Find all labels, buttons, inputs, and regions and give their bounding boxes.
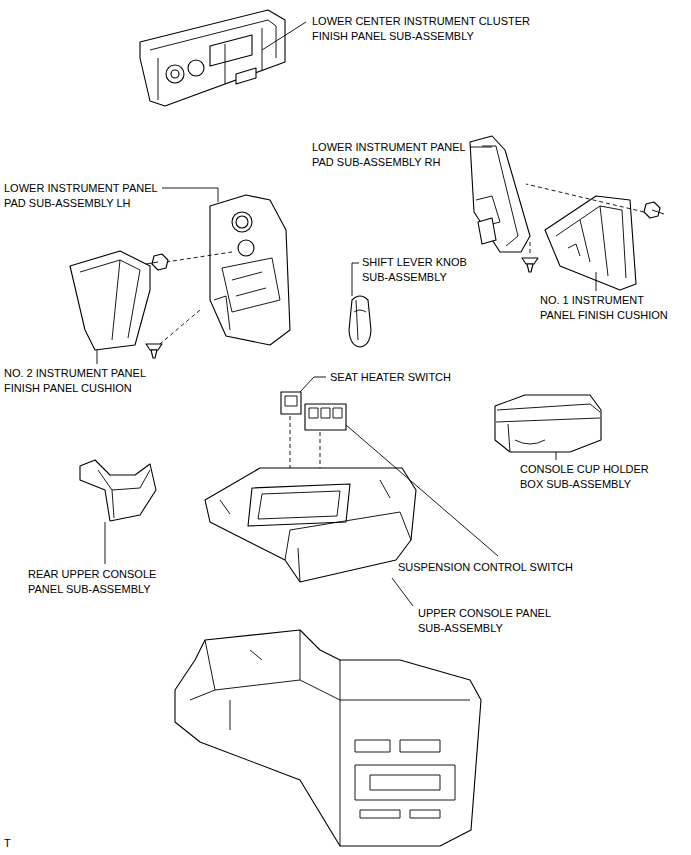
- part-label: LOWER CENTER INSTRUMENT CLUSTER FINISH P…: [312, 14, 542, 44]
- part-label: UPPER CONSOLE PANEL SUB-ASSEMBLY: [418, 606, 568, 636]
- pad-rh: [470, 136, 530, 252]
- upper-console-panel: [205, 468, 416, 582]
- screw: [644, 202, 664, 218]
- shift-knob: [349, 296, 371, 347]
- suspension-switch: [305, 404, 346, 430]
- rear-upper-console: [80, 460, 156, 521]
- part-label: SEAT HEATER SWITCH: [330, 370, 451, 385]
- cushion-no2: [70, 251, 150, 350]
- clip: [522, 258, 538, 272]
- part-label: CONSOLE CUP HOLDER BOX SUB-ASSEMBLY: [520, 462, 660, 492]
- pad-lh: [210, 195, 290, 345]
- part-label: SUSPENSION CONTROL SWITCH: [398, 560, 573, 575]
- console-box: [175, 630, 481, 846]
- clip: [146, 344, 162, 358]
- part-label: LOWER INSTRUMENT PANEL PAD SUB-ASSEMBLY …: [312, 140, 477, 170]
- screw: [146, 254, 168, 270]
- cluster-finish-panel: [140, 10, 285, 106]
- part-label: REAR UPPER CONSOLE PANEL SUB-ASSEMBLY: [28, 567, 168, 597]
- cushion-no1: [545, 196, 636, 290]
- leader-lines: [97, 22, 596, 606]
- part-label: SHIFT LEVER KNOB SUB-ASSEMBLY: [362, 255, 477, 285]
- seat-heater-switch: [281, 392, 301, 414]
- part-label: LOWER INSTRUMENT PANEL PAD SUB-ASSEMBLY …: [4, 181, 169, 211]
- figure-code: T: [4, 836, 11, 851]
- part-label: NO. 1 INSTRUMENT PANEL FINISH CUSHION: [540, 293, 675, 323]
- cup-holder-box: [495, 395, 601, 452]
- part-label: NO. 2 INSTRUMENT PANEL FINISH PANEL CUSH…: [4, 366, 159, 396]
